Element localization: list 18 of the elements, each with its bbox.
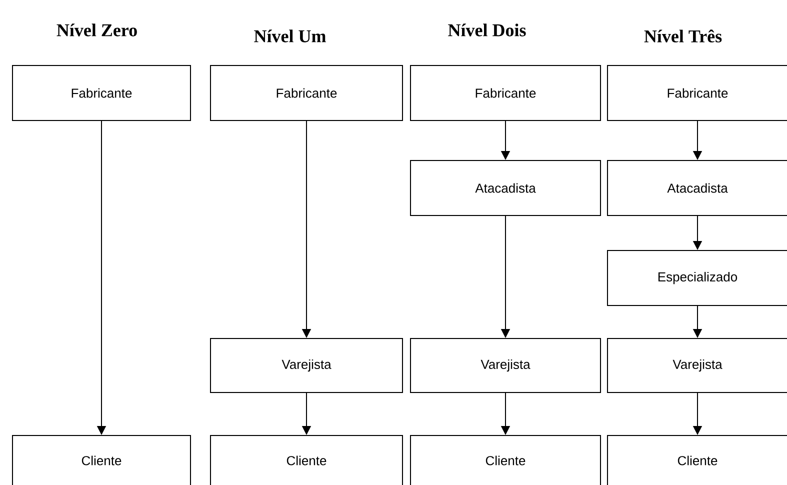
column-heading: Nível Dois bbox=[448, 24, 526, 36]
column-heading: Nível Três bbox=[644, 30, 722, 42]
process-box: Cliente bbox=[210, 435, 403, 485]
process-box: Varejista bbox=[607, 338, 787, 393]
process-box: Fabricante bbox=[210, 65, 403, 121]
process-box: Fabricante bbox=[607, 65, 787, 121]
process-box: Atacadista bbox=[607, 160, 787, 216]
process-box: Varejista bbox=[410, 338, 601, 393]
process-box: Especializado bbox=[607, 250, 787, 306]
process-box: Cliente bbox=[410, 435, 601, 485]
process-box: Atacadista bbox=[410, 160, 601, 216]
process-box: Cliente bbox=[12, 435, 191, 485]
column-heading: Nível Um bbox=[254, 30, 326, 42]
process-box: Cliente bbox=[607, 435, 787, 485]
column-heading: Nível Zero bbox=[56, 24, 137, 36]
process-box: Fabricante bbox=[12, 65, 191, 121]
process-box: Varejista bbox=[210, 338, 403, 393]
process-box: Fabricante bbox=[410, 65, 601, 121]
